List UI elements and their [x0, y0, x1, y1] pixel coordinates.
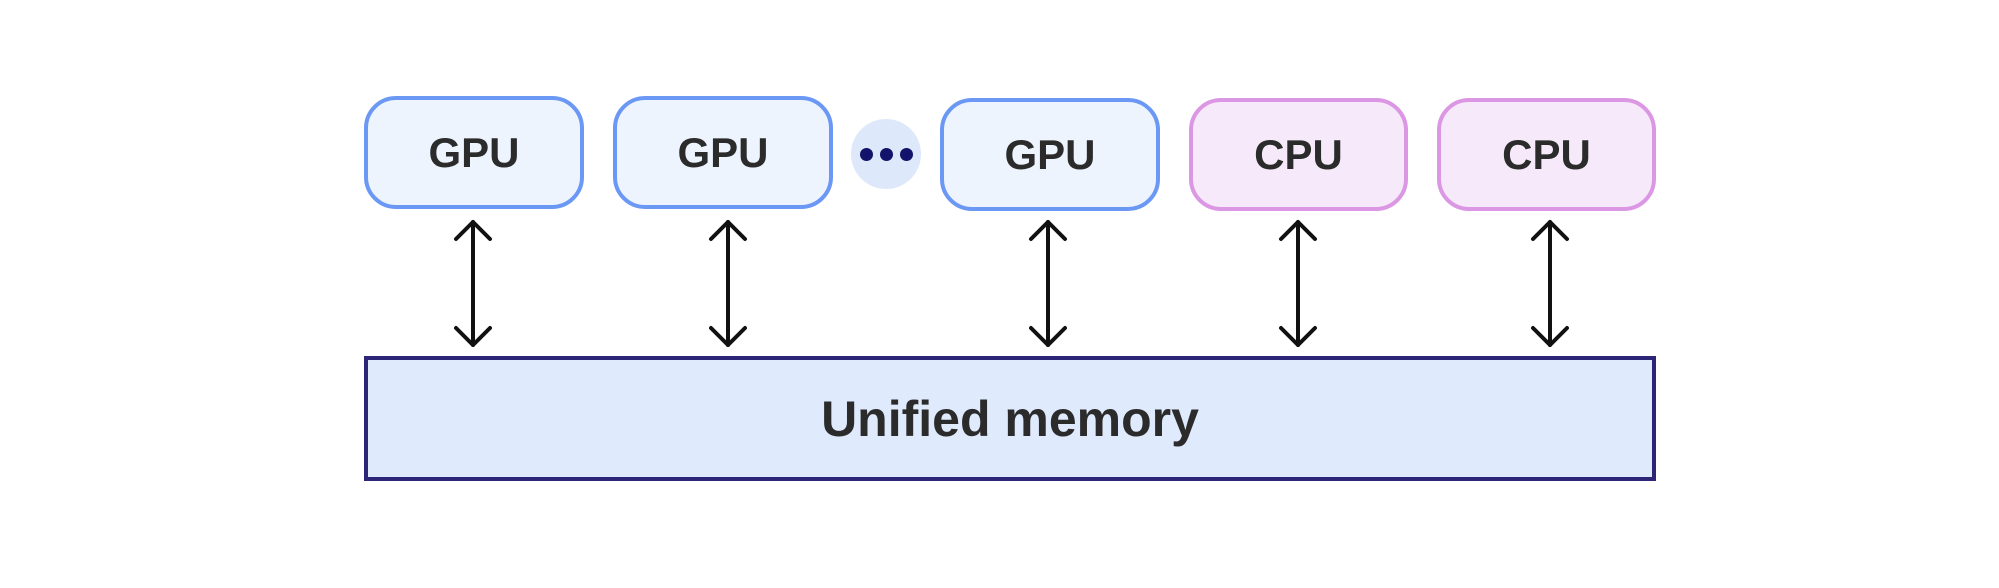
ellipsis-dot [879, 147, 893, 161]
cpu-node-1: CPU [1189, 98, 1408, 211]
gpu-node-3-label: GPU [1004, 130, 1096, 178]
cpu-node-2-label: CPU [1502, 130, 1591, 178]
bidirectional-arrow-icon [1531, 220, 1569, 347]
gpu-node-1: GPU [364, 96, 584, 209]
gpu-node-3: GPU [940, 98, 1160, 211]
unified-memory-label: Unified memory [821, 390, 1199, 447]
cpu-node-2: CPU [1437, 98, 1656, 211]
cpu-node-1-label: CPU [1254, 130, 1343, 178]
bidirectional-arrow-icon [1279, 220, 1317, 347]
ellipsis-dot [899, 147, 913, 161]
bidirectional-arrow-icon [1029, 220, 1067, 347]
ellipsis-dot [859, 147, 873, 161]
bidirectional-arrow-icon [454, 220, 492, 347]
ellipsis-icon [851, 119, 921, 189]
bidirectional-arrow-icon [709, 220, 747, 347]
gpu-node-1-label: GPU [428, 128, 520, 176]
gpu-node-2: GPU [613, 96, 833, 209]
gpu-node-2-label: GPU [677, 128, 769, 176]
unified-memory-block: Unified memory [364, 356, 1656, 481]
